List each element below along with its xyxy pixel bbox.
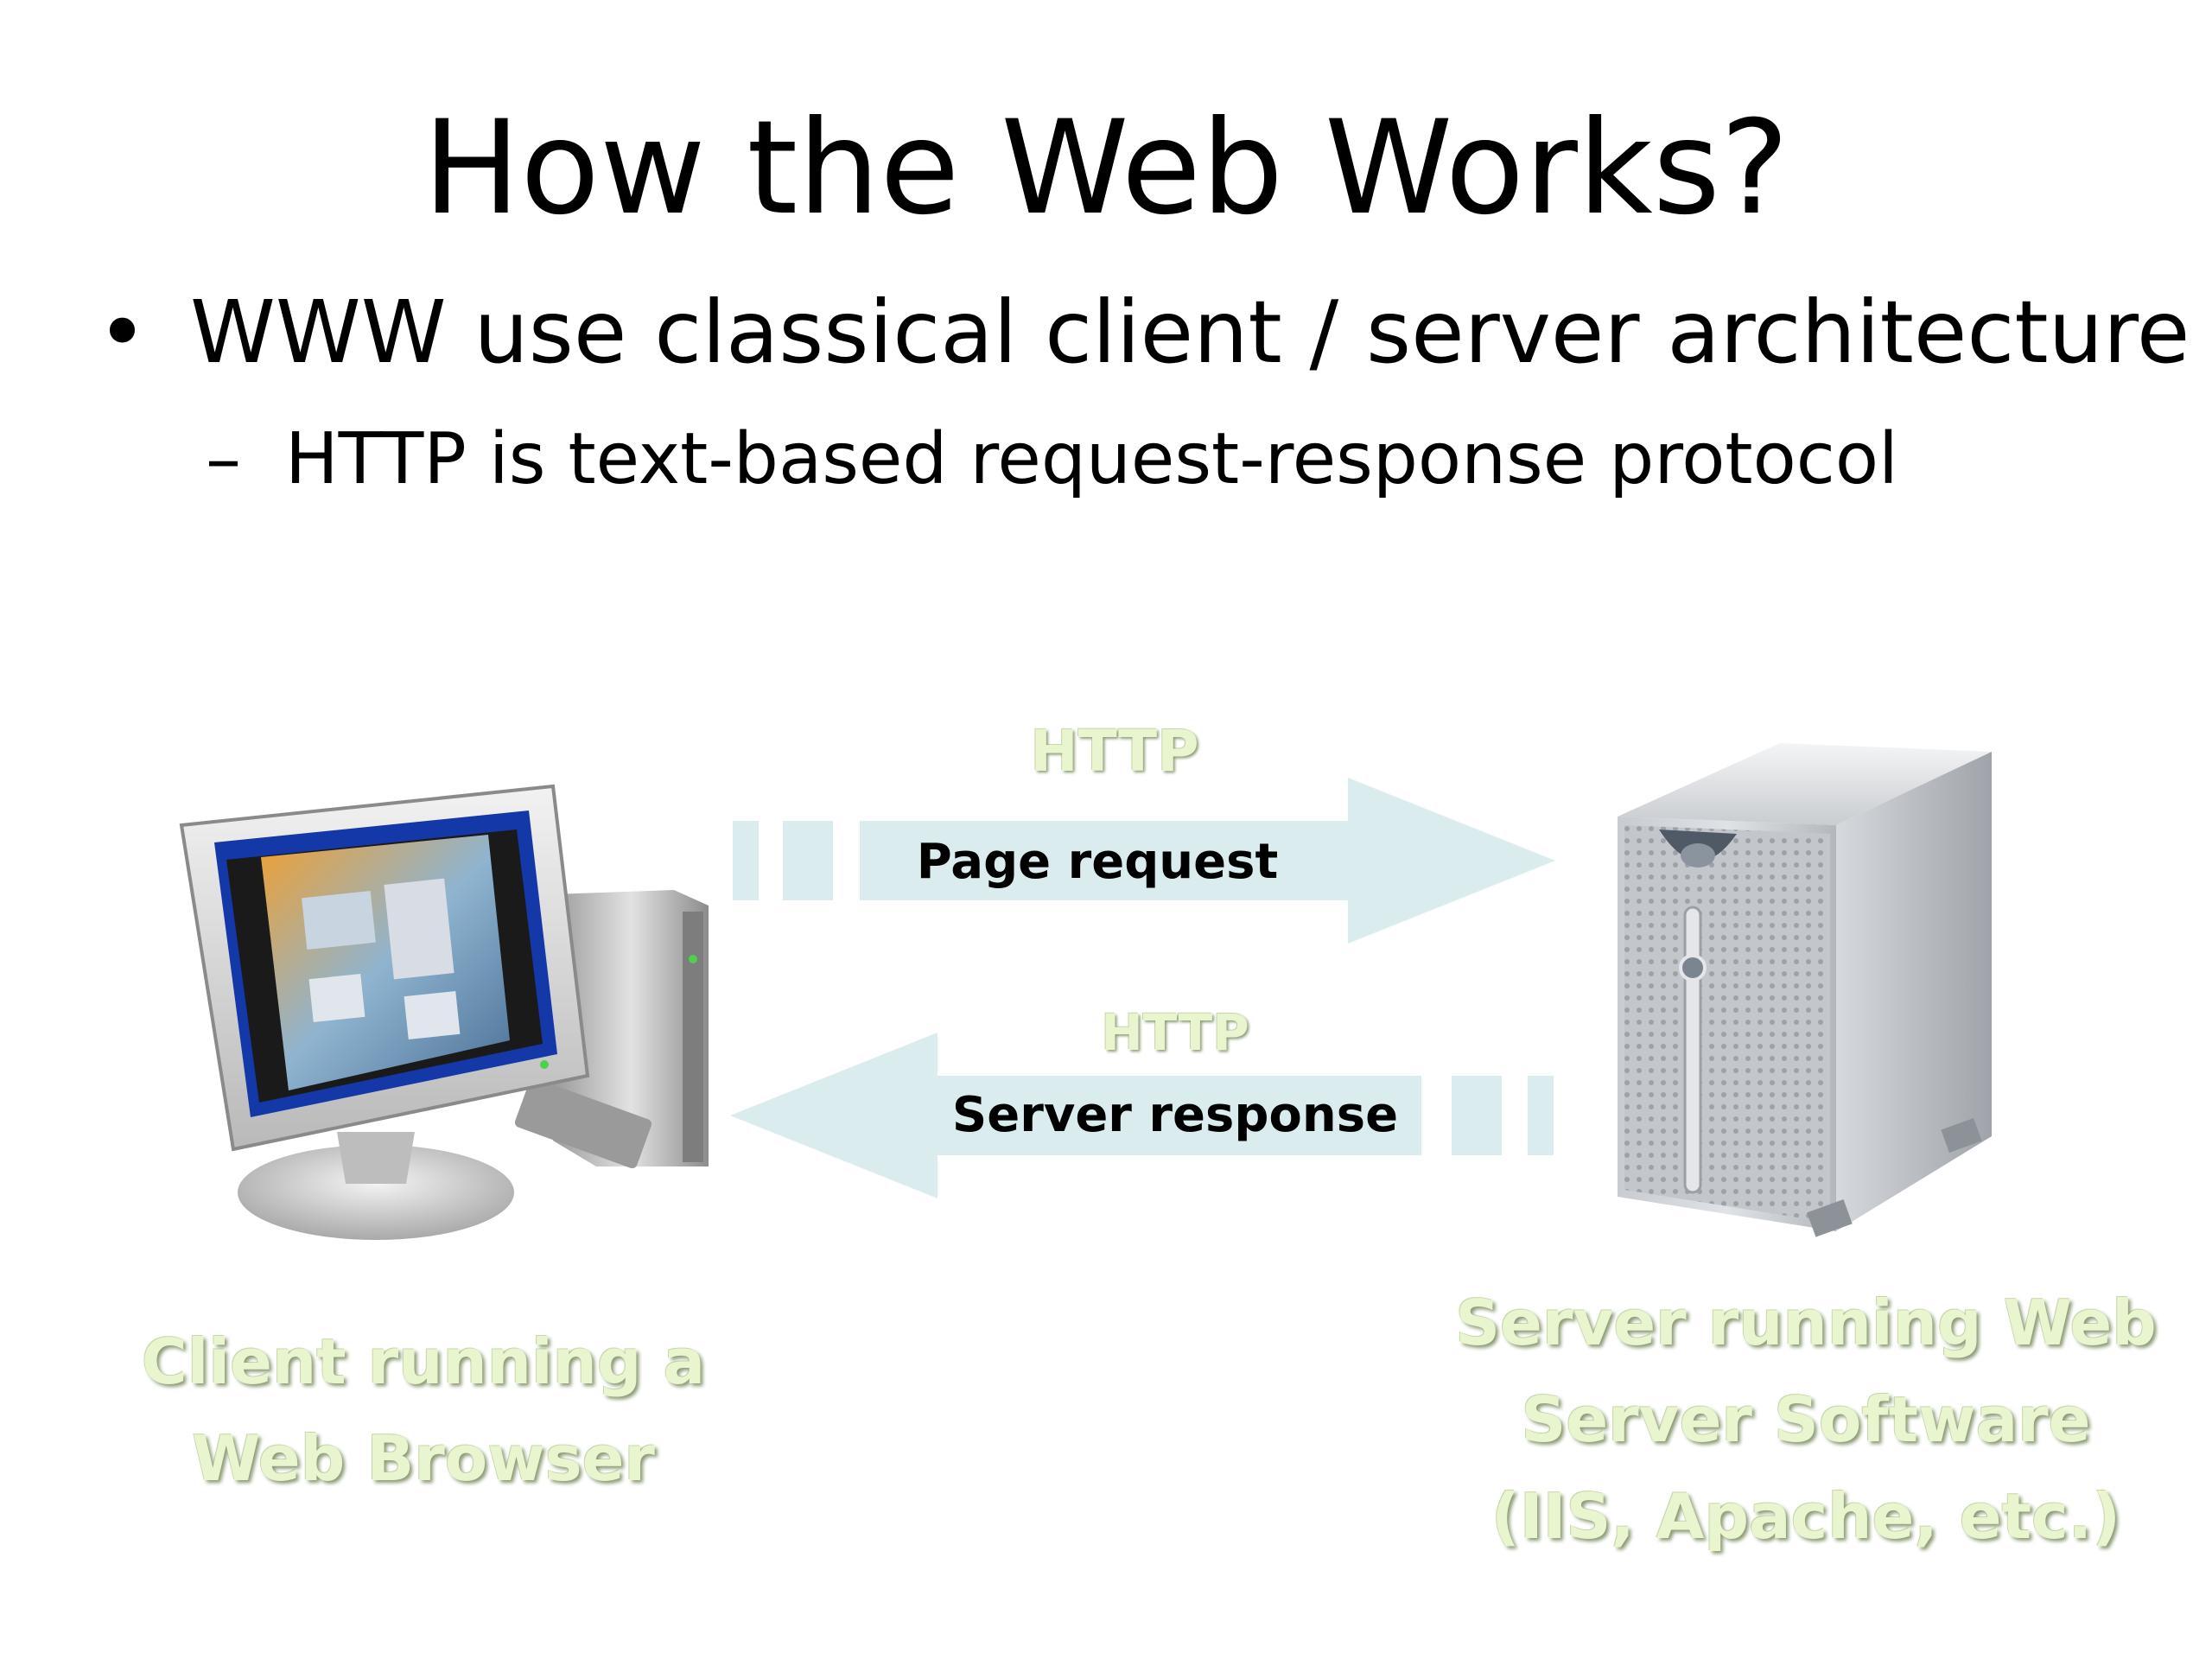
client-caption-line-2: Web Browser bbox=[192, 1422, 655, 1495]
response-label: Server response bbox=[951, 1087, 1399, 1143]
sub-bullet-item: –HTTP is text-based request-response pro… bbox=[206, 416, 1898, 503]
client-caption: Client running a Web Browser bbox=[121, 1313, 726, 1507]
bullet-text: WWW use classical client / server archit… bbox=[190, 282, 2190, 383]
response-protocol-label: HTTP bbox=[1101, 1003, 1249, 1062]
client-caption-line-1: Client running a bbox=[141, 1325, 706, 1398]
server-caption-line-3: (IIS, Apache, etc.) bbox=[1491, 1480, 2120, 1553]
bullet-item: • WWW use classical client / server archi… bbox=[97, 281, 2190, 385]
request-protocol-label: HTTP bbox=[1030, 718, 1199, 785]
server-caption-line-1: Server running Web bbox=[1455, 1287, 2157, 1359]
dash-icon: – bbox=[206, 418, 241, 500]
slide-title: How the Web Works? bbox=[423, 93, 1789, 244]
sub-bullet-text: HTTP is text-based request-response prot… bbox=[285, 418, 1898, 500]
server-caption-line-2: Server Software bbox=[1521, 1383, 2091, 1456]
server-caption: Server running Web Server Software (IIS,… bbox=[1452, 1274, 2160, 1565]
bullet-dot-icon: • bbox=[97, 282, 148, 383]
request-label: Page request bbox=[916, 834, 1279, 890]
